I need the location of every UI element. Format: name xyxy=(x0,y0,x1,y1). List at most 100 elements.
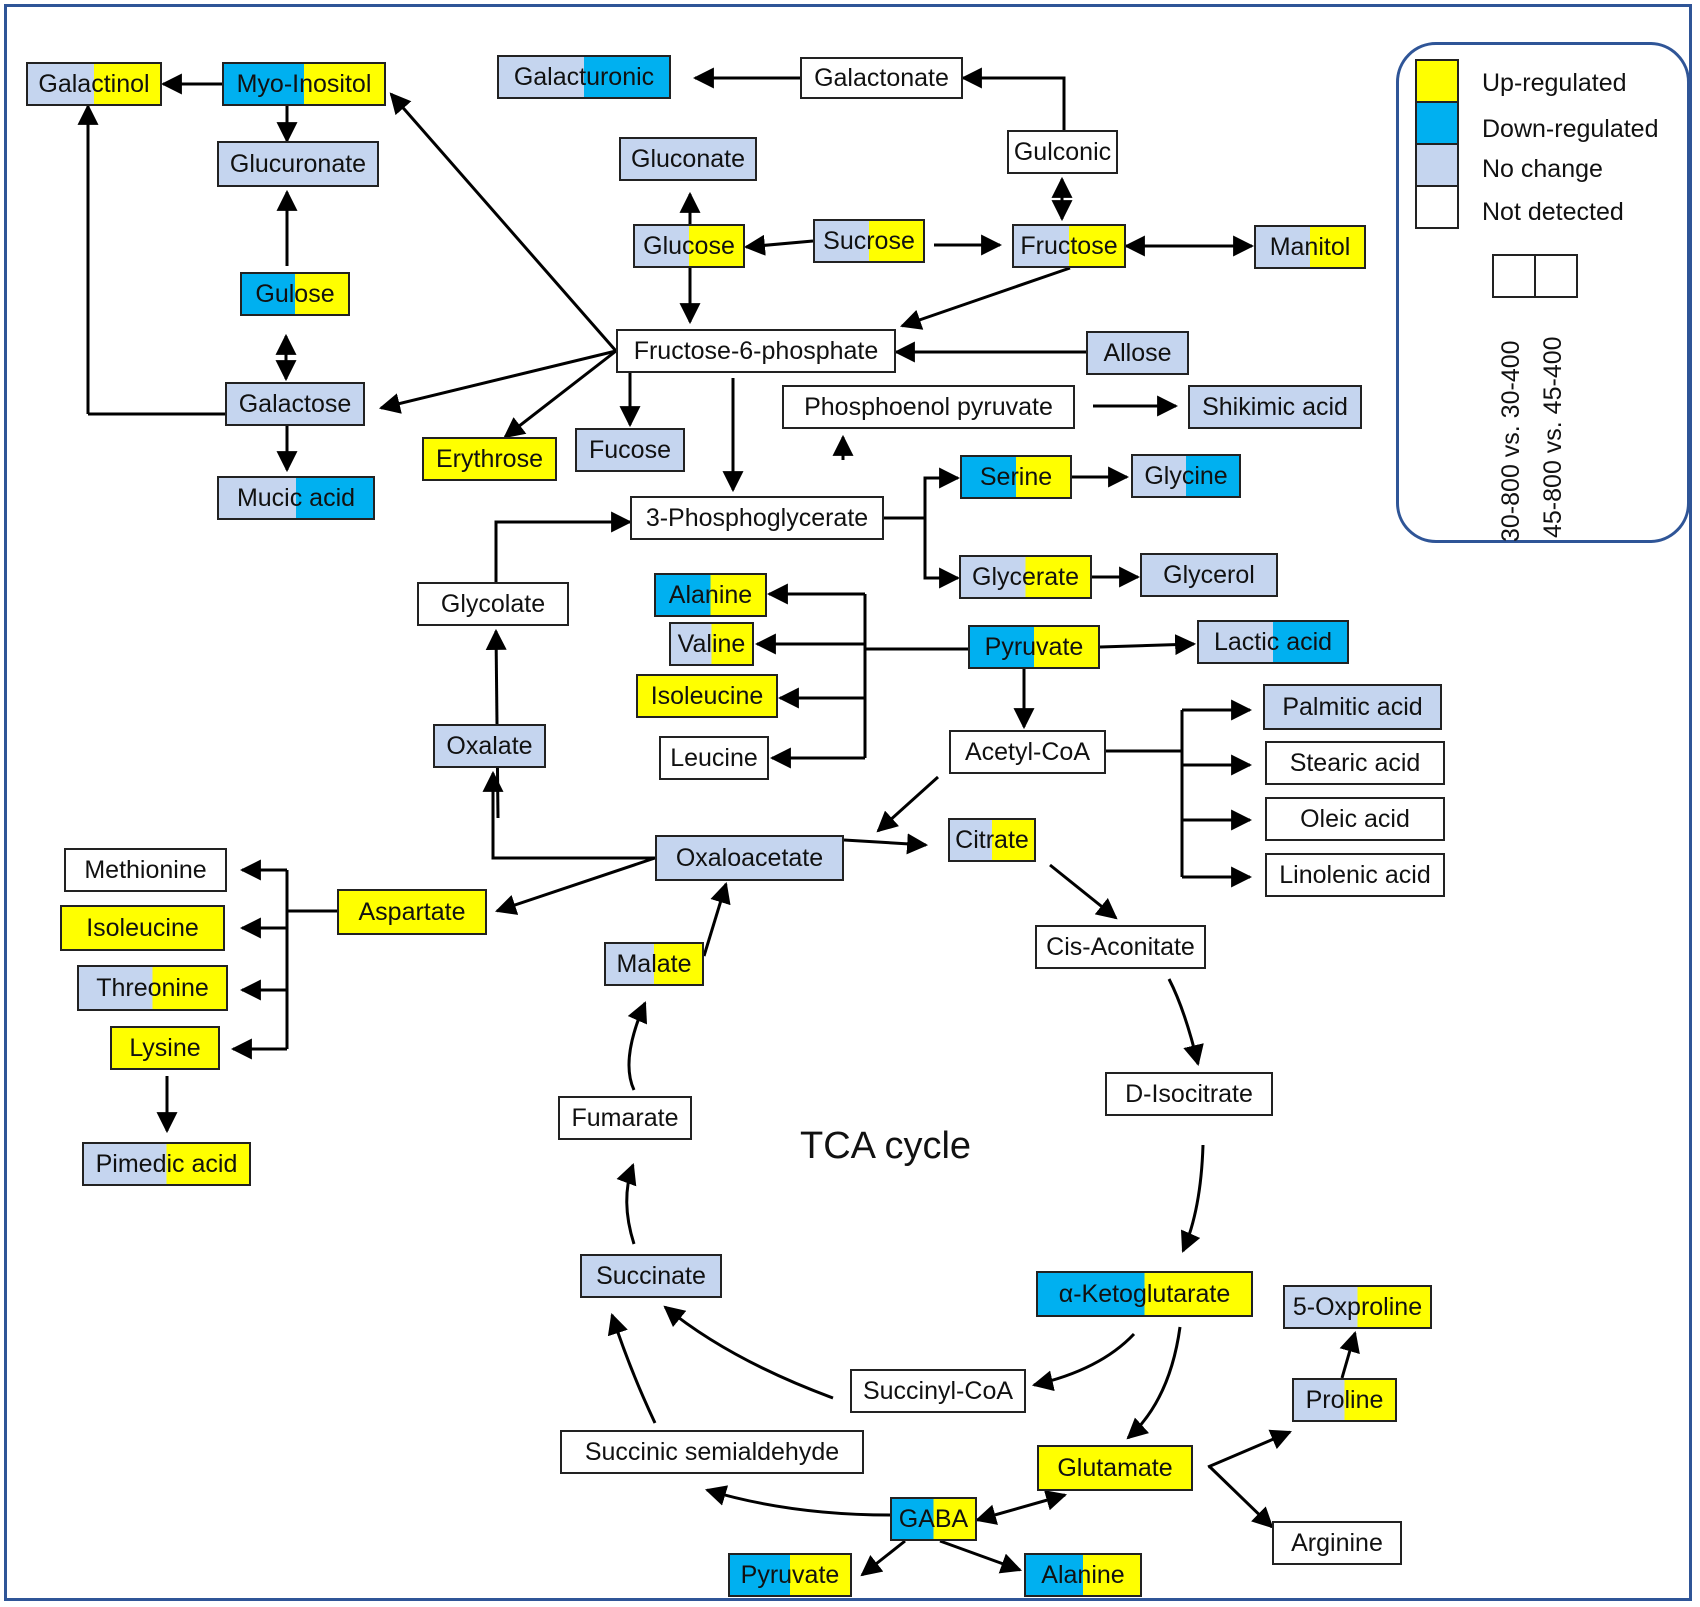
metabolite-glutamate: Glutamate xyxy=(1037,1445,1193,1491)
metabolite-label: Allose xyxy=(1103,338,1172,367)
metabolite-label: Glycine xyxy=(1144,461,1228,490)
legend-swatch-nochange xyxy=(1415,143,1459,187)
pathway-arrow xyxy=(974,1490,1068,1525)
metabolite-alanine1: Alanine xyxy=(654,573,767,617)
pathway-arrow xyxy=(627,1001,648,1091)
metabolite-label: Gluconate xyxy=(631,144,745,173)
metabolite-stearic: Stearic acid xyxy=(1265,741,1445,785)
metabolite-shikimic: Shikimic acid xyxy=(1188,385,1362,429)
metabolite-glycerate: Glycerate xyxy=(959,555,1092,599)
metabolite-proline: Proline xyxy=(1292,1378,1397,1422)
metabolite-label: Fructose xyxy=(1020,231,1118,260)
pathway-arrow xyxy=(884,467,961,520)
pathway-arrow xyxy=(743,234,814,256)
metabolite-gluconate: Gluconate xyxy=(619,137,757,181)
metabolite-akg: α-Ketoglutarate xyxy=(1036,1271,1253,1317)
pathway-arrow xyxy=(860,1539,906,1577)
metabolite-label: Arginine xyxy=(1291,1528,1383,1557)
metabolite-gulconic: Gulconic xyxy=(1007,130,1118,174)
legend-swatch-down xyxy=(1415,101,1459,145)
metabolite-label: GABA xyxy=(898,1504,969,1533)
metabolite-label: Glycerate xyxy=(972,562,1079,591)
metabolite-glucuronate: Glucuronate xyxy=(217,141,379,187)
pathway-arrow xyxy=(495,856,656,915)
metabolite-label: Succinic semialdehyde xyxy=(584,1437,840,1466)
metabolite-label: Pimedic acid xyxy=(95,1149,238,1178)
metabolite-isoleucine2: Isoleucine xyxy=(60,905,225,951)
metabolite-serine: Serine xyxy=(960,455,1072,499)
metabolite-pimedic: Pimedic acid xyxy=(82,1142,251,1186)
metabolite-label: Stearic acid xyxy=(1289,748,1421,777)
metabolite-label: Isoleucine xyxy=(650,681,764,710)
metabolite-label: Oxaloacetate xyxy=(675,843,824,872)
pathway-arrow xyxy=(704,1485,891,1517)
pathway-arrow xyxy=(939,1539,1022,1574)
pathway-arrow xyxy=(1167,978,1204,1067)
metabolite-galactinol: Galactinol xyxy=(26,62,162,106)
pathway-arrow xyxy=(900,266,1071,330)
metabolite-label: Gulose xyxy=(255,279,335,308)
pathway-arrow xyxy=(1049,863,1118,920)
pathway-arrow xyxy=(1099,634,1197,656)
metabolite-arginine: Arginine xyxy=(1272,1521,1402,1565)
metabolite-label: Alanine xyxy=(1041,1560,1125,1589)
metabolite-label: Succinyl-CoA xyxy=(862,1376,1014,1405)
metabolite-isocitrate: D-Isocitrate xyxy=(1105,1072,1273,1116)
pathway-arrow xyxy=(1031,1332,1136,1392)
metabolite-gulose: Gulose xyxy=(240,272,350,316)
metabolite-label: Citrate xyxy=(955,825,1029,854)
legend-label-nochange: No change xyxy=(1482,155,1603,183)
metabolite-pyruvate1: Pyruvate xyxy=(968,625,1100,669)
metabolite-mucic: Mucic acid xyxy=(217,476,375,520)
metabolite-glucose: Glucose xyxy=(633,224,745,268)
metabolite-succinate: Succinate xyxy=(580,1254,722,1298)
metabolite-label: Leucine xyxy=(670,743,758,772)
metabolite-fructose: Fructose xyxy=(1012,224,1126,268)
metabolite-label: Linolenic acid xyxy=(1279,860,1431,889)
metabolite-malate: Malate xyxy=(604,942,704,986)
metabolite-galactose: Galactose xyxy=(225,382,365,426)
metabolite-glycine: Glycine xyxy=(1131,454,1241,498)
metabolite-label: Aspartate xyxy=(358,897,466,926)
metabolite-galactonate: Galactonate xyxy=(800,57,963,99)
metabolite-acetylcoa: Acetyl-CoA xyxy=(949,730,1106,774)
metabolite-citrate: Citrate xyxy=(948,818,1036,862)
legend-label-down: Down-regulated xyxy=(1482,115,1659,143)
metabolite-label: Glucuronate xyxy=(229,149,367,178)
legend-key-box-right xyxy=(1534,254,1578,298)
metabolite-label: Galactonate xyxy=(814,63,949,92)
metabolite-label: Pyruvate xyxy=(740,1560,840,1589)
metabolite-pyruvate2: Pyruvate xyxy=(728,1553,852,1597)
pathway-arrow xyxy=(960,67,1066,130)
metabolite-label: Fumarate xyxy=(571,1103,679,1132)
metabolite-label: Glycerol xyxy=(1163,560,1255,589)
metabolite-valine: Valine xyxy=(669,622,754,666)
legend-label-notdetected: Not detected xyxy=(1482,198,1624,226)
metabolite-label: Acetyl-CoA xyxy=(964,737,1091,766)
legend-swatch-up xyxy=(1415,59,1459,103)
metabolite-label: Gulconic xyxy=(1013,137,1112,166)
metabolite-label: Lysine xyxy=(129,1033,201,1062)
metabolite-gaba: GABA xyxy=(890,1497,977,1541)
metabolite-fucose: Fucose xyxy=(575,428,685,472)
pathway-arrow xyxy=(1180,1144,1205,1253)
metabolite-f6p: Fructose-6-phosphate xyxy=(616,329,896,373)
metabolite-label: Fructose-6-phosphate xyxy=(633,336,879,365)
metabolite-label: Palmitic acid xyxy=(1282,692,1423,721)
pathway-arrow xyxy=(389,92,618,352)
metabolite-galacturonic: Galacturonic xyxy=(497,55,671,99)
pathway-arrow xyxy=(1126,1326,1182,1440)
metabolite-lactic: Lactic acid xyxy=(1197,620,1349,664)
metabolite-linolenic: Linolenic acid xyxy=(1265,853,1445,897)
metabolite-label: Oleic acid xyxy=(1300,804,1410,833)
pathway-arrow xyxy=(702,881,731,957)
metabolite-label: Phosphoenol pyruvate xyxy=(804,392,1053,421)
legend-label-up: Up-regulated xyxy=(1482,69,1627,97)
pathway-arrow xyxy=(1208,1465,1274,1529)
metabolite-methionine: Methionine xyxy=(64,848,227,892)
pathway-arrow xyxy=(607,1313,657,1424)
metabolite-threonine: Threonine xyxy=(77,965,228,1011)
metabolite-pga: 3-Phosphoglycerate xyxy=(630,496,884,540)
